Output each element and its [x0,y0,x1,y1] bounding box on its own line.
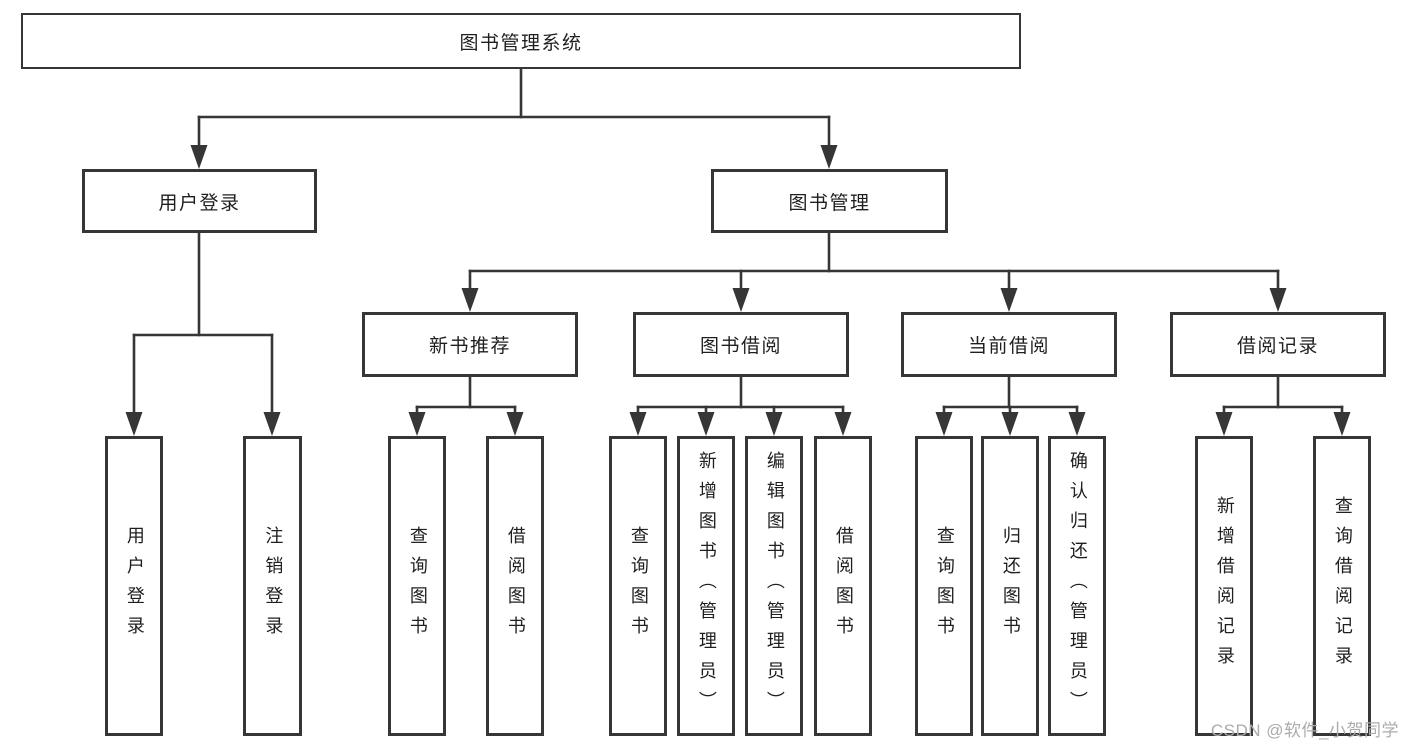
node-new-book-recommend: 新书推荐 [362,312,578,377]
node-current-borrowing: 当前借阅 [901,312,1117,377]
csdn-watermark: CSDN @软件_小贺同学 [1210,721,1399,740]
leaf-return-book: 归还图书 [981,436,1039,736]
arrowhead-icon [1269,288,1287,312]
leaf-query-books-recommend: 查询图书 [388,436,446,736]
arrowhead-icon [190,145,208,169]
node-book-management-module: 图书管理 [711,169,948,233]
node-user-login-module-label: 用户登录 [158,192,241,214]
arrowhead-icon [765,412,783,436]
leaf-query-books-borrowing: 查询图书 [609,436,667,736]
leaf-query-borrow-record: 查询借阅记录 [1313,436,1371,736]
arrowhead-icon [629,412,647,436]
arrowhead-icon [820,145,838,169]
node-book-management-module-label: 图书管理 [788,192,871,214]
arrowhead-icon [935,412,953,436]
leaf-add-book-admin: 新增图书（管理员） [677,436,735,736]
leaf-borrow-books-borrowing: 借阅图书 [814,436,872,736]
node-book-borrowing-label: 图书借阅 [699,336,782,357]
arrowhead-icon [1333,412,1351,436]
arrowhead-icon [732,288,750,312]
leaf-add-borrow-record-label: 新增借阅记录 [1214,496,1235,676]
node-user-login-module: 用户登录 [82,169,317,233]
arrowhead-icon [697,412,715,436]
node-new-book-recommend-label: 新书推荐 [428,336,511,357]
arrowhead-icon [834,412,852,436]
leaf-query-borrow-record-label: 查询借阅记录 [1332,496,1353,676]
leaf-logout-label: 注销登录 [263,526,284,646]
node-current-borrowing-label: 当前借阅 [967,336,1050,357]
node-library-system-label: 图书管理系统 [459,32,583,54]
leaf-borrow-books-recommend: 借阅图书 [486,436,544,736]
arrowhead-icon [506,412,524,436]
arrowhead-icon [1068,412,1086,436]
leaf-add-borrow-record: 新增借阅记录 [1195,436,1253,736]
leaf-borrow-books-recommend-label: 借阅图书 [505,526,526,646]
arrowhead-icon [1215,412,1233,436]
leaf-user-login-label: 用户登录 [124,526,145,646]
node-library-system: 图书管理系统 [21,13,1021,69]
arrowhead-icon [263,412,281,436]
node-borrowing-records: 借阅记录 [1170,312,1386,377]
leaf-edit-book-admin: 编辑图书（管理员） [745,436,803,736]
leaf-add-book-admin-label: 新增图书（管理员） [696,451,717,721]
arrowhead-icon [125,412,143,436]
node-borrowing-records-label: 借阅记录 [1236,336,1319,357]
leaf-query-books-current-label: 查询图书 [934,526,955,646]
arrowhead-icon [1000,288,1018,312]
leaf-borrow-books-borrowing-label: 借阅图书 [833,526,854,646]
leaf-confirm-return-admin-label: 确认归还（管理员） [1067,451,1088,721]
node-book-borrowing: 图书借阅 [633,312,849,377]
leaf-return-book-label: 归还图书 [1000,526,1021,646]
leaf-confirm-return-admin: 确认归还（管理员） [1048,436,1106,736]
arrowhead-icon [408,412,426,436]
leaf-user-login: 用户登录 [105,436,163,736]
leaf-query-books-borrowing-label: 查询图书 [628,526,649,646]
arrowhead-icon [461,288,479,312]
leaf-edit-book-admin-label: 编辑图书（管理员） [764,451,785,721]
leaf-query-books-current: 查询图书 [915,436,973,736]
arrowhead-icon [1001,412,1019,436]
leaf-query-books-recommend-label: 查询图书 [407,526,428,646]
leaf-logout: 注销登录 [243,436,302,736]
